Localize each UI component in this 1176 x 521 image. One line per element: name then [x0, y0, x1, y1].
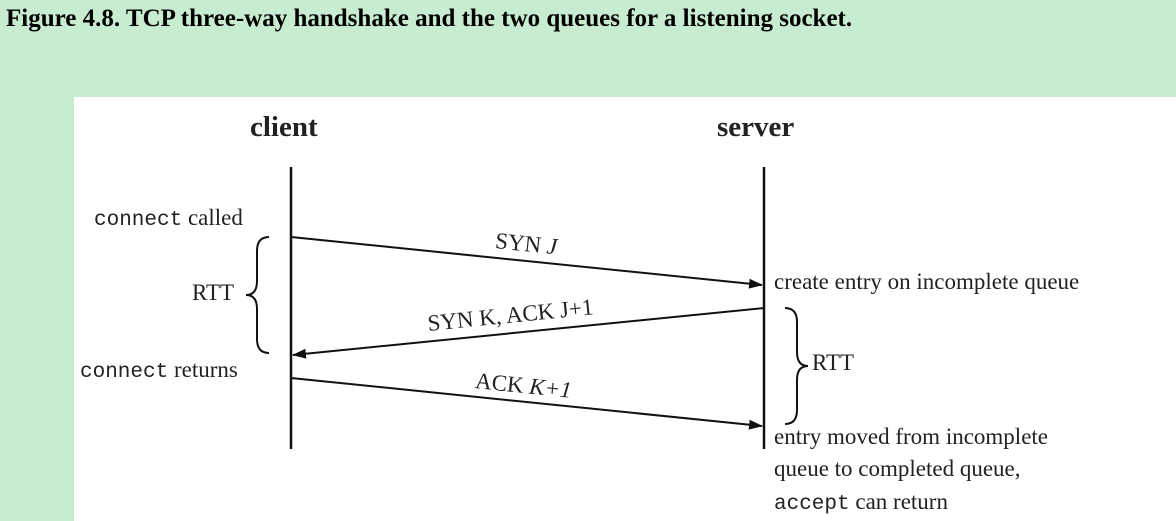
server-rtt-label: RTT [812, 350, 855, 375]
synack-arrow [292, 307, 765, 359]
syn-name: SYN [494, 228, 549, 259]
connect-called-text: called [182, 205, 243, 230]
handshake-diagram: client server connect called RTT connect… [74, 97, 1176, 521]
accept-text: can return [849, 489, 948, 514]
connect-returns-text: returns [168, 357, 238, 382]
connect-called-fn: connect [94, 209, 183, 232]
synack-seq: J+1 [558, 294, 595, 323]
entry-moved-line2: queue to completed queue, [774, 456, 1021, 481]
client-heading: client [250, 111, 318, 143]
server-rtt-brace [784, 307, 809, 425]
client-rtt-label: RTT [192, 280, 235, 305]
ack-seq: K+1 [528, 373, 573, 403]
connect-returns-label: connect returns [80, 357, 238, 384]
server-heading: server [717, 111, 795, 143]
entry-moved-line1: entry moved from incomplete [774, 424, 1049, 449]
diagram-lines [245, 167, 809, 449]
syn-arrow [290, 236, 763, 289]
accept-label: accept can return [774, 489, 948, 516]
ack-name: ACK [474, 368, 531, 399]
client-rtt-brace [245, 236, 270, 354]
ack-arrow [290, 377, 763, 430]
figure-caption: Figure 4.8. TCP three-way handshake and … [6, 5, 853, 32]
connect-returns-fn: connect [80, 361, 169, 384]
connect-called-label: connect called [94, 205, 243, 232]
create-entry-label: create entry on incomplete queue [774, 269, 1080, 294]
accept-fn: accept [774, 493, 850, 516]
